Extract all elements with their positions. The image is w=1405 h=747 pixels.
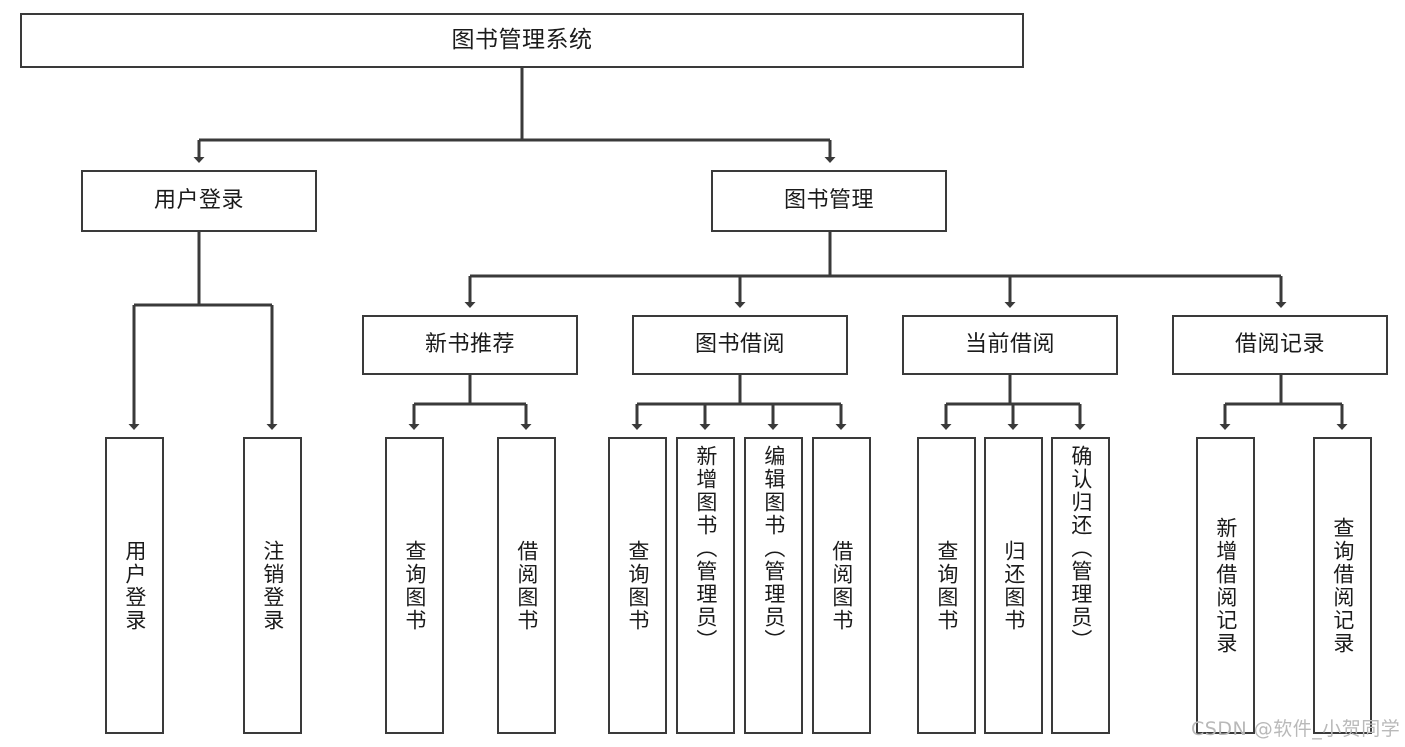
leaf-current-confirm-return-admin[interactable]: 确认归还（管理员）	[1051, 437, 1110, 734]
csdn-watermark: CSDN @软件_小贺同学	[1191, 718, 1401, 740]
leaf-record-add-record[interactable]: 新增借阅记录	[1196, 437, 1255, 734]
leaf-borrow-edit-book-admin[interactable]: 编辑图书（管理员）	[744, 437, 803, 734]
leaf-borrow-borrow-book[interactable]: 借阅图书	[812, 437, 871, 734]
leaf-user-login-logout[interactable]: 注销登录	[243, 437, 302, 734]
leaf-current-return-book[interactable]: 归还图书	[984, 437, 1043, 734]
leaf-current-query-book[interactable]: 查询图书	[917, 437, 976, 734]
node-root-system[interactable]: 图书管理系统	[20, 13, 1024, 68]
leaf-borrow-query-book[interactable]: 查询图书	[608, 437, 667, 734]
node-current-borrow[interactable]: 当前借阅	[902, 315, 1118, 375]
leaf-recommend-borrow-book[interactable]: 借阅图书	[497, 437, 556, 734]
node-book-management[interactable]: 图书管理	[711, 170, 947, 232]
leaf-record-query-record[interactable]: 查询借阅记录	[1313, 437, 1372, 734]
leaf-recommend-query-book[interactable]: 查询图书	[385, 437, 444, 734]
node-user-login[interactable]: 用户登录	[81, 170, 317, 232]
leaf-user-login-login[interactable]: 用户登录	[105, 437, 164, 734]
leaf-borrow-add-book-admin[interactable]: 新增图书（管理员）	[676, 437, 735, 734]
node-new-book-recommend[interactable]: 新书推荐	[362, 315, 578, 375]
node-borrow-record[interactable]: 借阅记录	[1172, 315, 1388, 375]
node-book-borrow[interactable]: 图书借阅	[632, 315, 848, 375]
